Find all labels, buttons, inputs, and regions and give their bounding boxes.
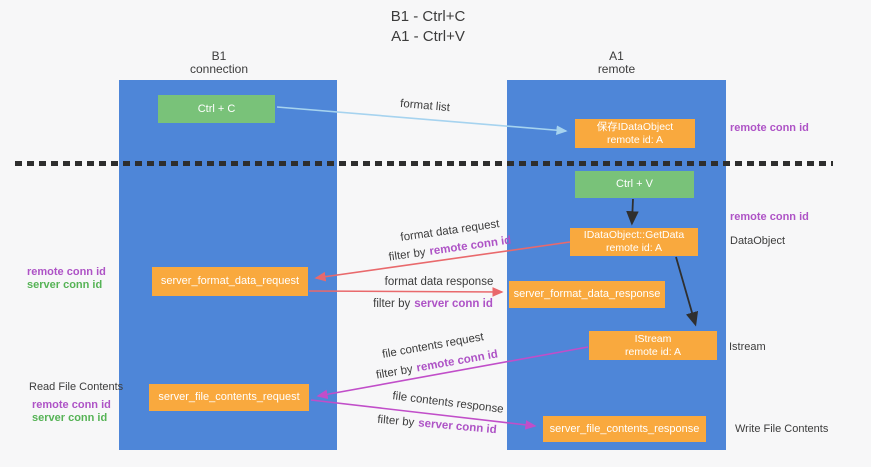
istream-box: IStream remote id: A: [589, 331, 717, 360]
istream-line2: remote id: A: [624, 345, 682, 358]
getdata-line2: remote id: A: [605, 242, 663, 254]
lifeline-header-b1: B1 connection: [119, 50, 319, 76]
ctrl-c-label: Ctrl + C: [197, 102, 236, 115]
left-bottom-remote-conn-id-label: remote conn id: [32, 399, 111, 411]
filter-by-text: filter by: [373, 298, 411, 310]
read-file-contents-label: Read File Contents: [29, 381, 124, 393]
server-format-data-request-box: server_format_data_request: [152, 267, 308, 296]
lifeline-header-a1: A1 remote: [507, 50, 726, 76]
dataobject-label: DataObject: [730, 235, 786, 247]
save-idataobject-box: 保存IDataObject remote id: A: [575, 119, 695, 148]
right-top-remote-conn-id-label: remote conn id: [730, 122, 809, 134]
getdata-line1: IDataObject::GetData: [583, 229, 685, 241]
file-contents-response-arrow-label: file contents response: [391, 390, 505, 416]
idataobject-getdata-box: IDataObject::GetData remote id: A: [570, 228, 698, 256]
ctrl-v-action-box: Ctrl + V: [575, 171, 694, 198]
server-format-data-response-box: server_format_data_response: [509, 281, 665, 308]
format-data-response-arrow: [308, 287, 504, 297]
format-list-arrow-label: format list: [399, 97, 451, 115]
lifeline-b1-name: B1: [211, 49, 227, 63]
phase-divider-dashed-line: [15, 161, 833, 166]
server-file-contents-response-box: server_file_contents_response: [543, 416, 706, 442]
title-line-1: B1 - Ctrl+C: [390, 8, 466, 25]
ctrl-v-label: Ctrl + V: [616, 178, 653, 190]
left-mid-remote-conn-id-label: remote conn id: [27, 266, 106, 278]
server-conn-id-text: server conn id: [417, 417, 498, 437]
server-file-contents-response-label: server_file_contents_response: [549, 422, 700, 435]
server-conn-id-text: server conn id: [414, 298, 493, 310]
lifeline-b1-role: connection: [189, 62, 249, 76]
server-file-contents-request-label: server_file_contents_request: [158, 391, 300, 403]
server-format-data-response-label: server_format_data_response: [513, 288, 661, 300]
title-line-2: A1 - Ctrl+V: [391, 28, 465, 45]
left-mid-server-conn-id-label: server conn id: [27, 279, 103, 291]
filter-by-text: filter by: [388, 246, 427, 264]
save-idataobject-line2: remote id: A: [606, 133, 664, 146]
istream-line1: IStream: [634, 332, 672, 345]
lifeline-a1-role: remote: [597, 62, 636, 76]
istream-side-label: Istream: [729, 341, 766, 353]
left-bottom-server-conn-id-label: server conn id: [32, 412, 108, 424]
save-idataobject-line1: 保存IDataObject: [596, 120, 674, 133]
ctrl-c-action-box: Ctrl + C: [158, 95, 275, 123]
right-mid-remote-conn-id-label: remote conn id: [730, 211, 809, 223]
diagram-title: B1 - Ctrl+C A1 - Ctrl+V: [0, 7, 856, 47]
write-file-contents-label: Write File Contents: [735, 423, 829, 435]
server-file-contents-request-box: server_file_contents_request: [149, 384, 309, 411]
format-data-response-arrow-label: format data response: [384, 276, 494, 288]
lifeline-a1-name: A1: [609, 49, 624, 63]
filter-by-text: filter by: [376, 413, 415, 429]
server-format-data-request-label: server_format_data_request: [160, 275, 300, 287]
filter-by-text: filter by: [375, 363, 414, 382]
